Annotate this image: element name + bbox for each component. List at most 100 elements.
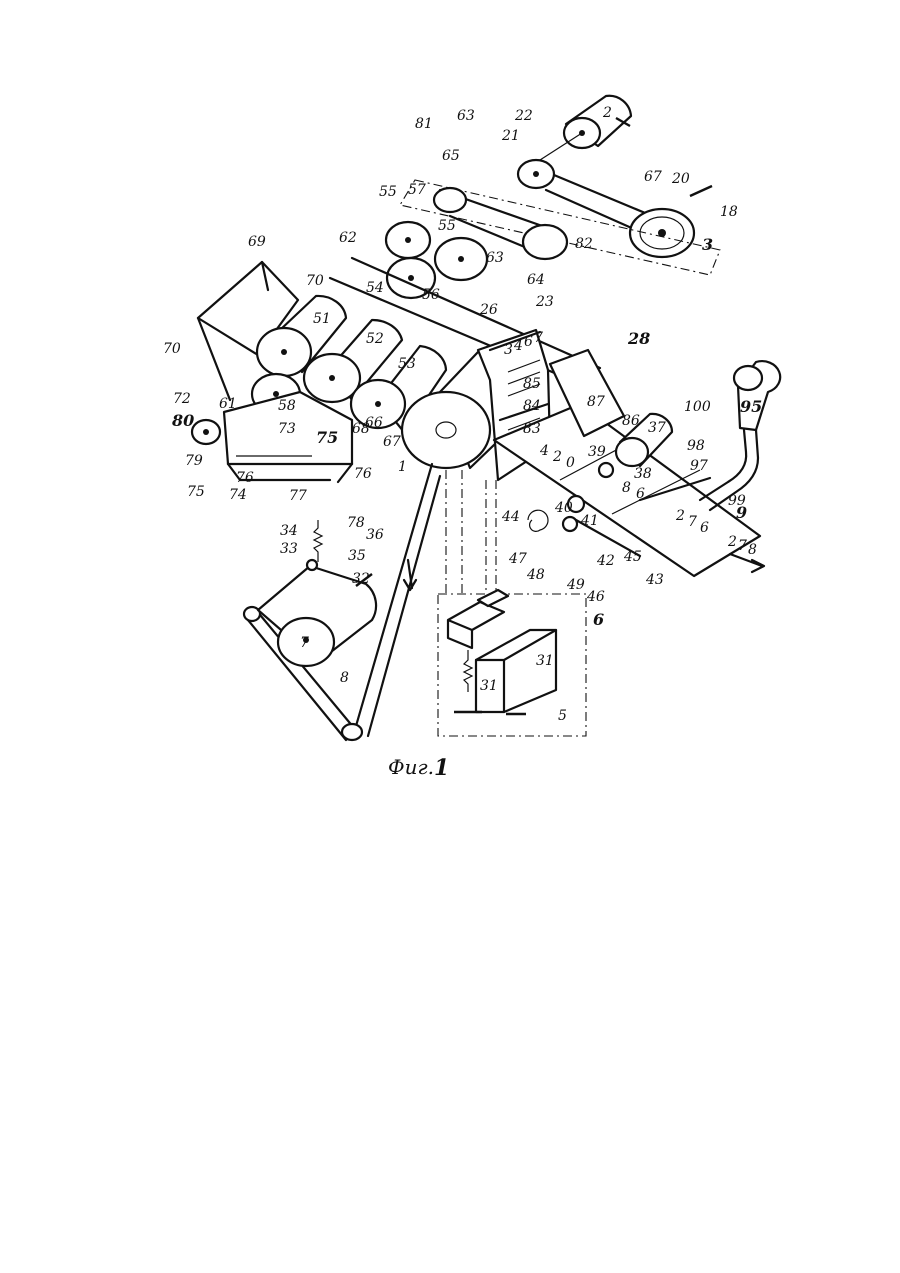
strip-digit: 0 [566, 455, 575, 471]
label-40: 40 [554, 500, 573, 516]
label-69: 69 [248, 234, 266, 250]
label-75: 75 [316, 428, 338, 447]
label-76: 76 [354, 466, 372, 482]
label-39: 39 [588, 444, 606, 460]
label-46: 46 [586, 589, 605, 605]
label-23: 23 [535, 294, 554, 310]
strip-digit: 6 [700, 520, 709, 536]
label-63: 63 [457, 108, 475, 124]
label-54: 54 [366, 280, 384, 296]
label-55: 55 [379, 184, 397, 200]
label-87: 87 [587, 394, 605, 410]
label-86: 86 [622, 413, 640, 429]
label-21: 21 [501, 128, 520, 144]
label-77: 77 [289, 488, 307, 504]
label-22: 22 [514, 108, 533, 124]
label-79: 79 [185, 453, 203, 469]
label-3: 3 [702, 235, 713, 254]
label-35: 35 [348, 548, 366, 564]
label-67: 67 [383, 434, 401, 450]
label-53: 53 [398, 356, 416, 372]
strip-digit: 2 [552, 449, 562, 465]
strip-digit: 2 [727, 534, 737, 550]
label-73: 73 [278, 421, 296, 437]
label-42: 42 [596, 553, 615, 569]
label-75: 75 [187, 484, 205, 500]
label-70: 70 [163, 341, 181, 357]
label-67: 67 [644, 169, 662, 185]
label-6: 6 [593, 610, 604, 629]
label-56: 56 [422, 287, 440, 303]
label-82: 82 [575, 236, 593, 252]
label-74: 74 [229, 487, 247, 503]
caption-text: Фиг. [388, 755, 434, 779]
label-37: 37 [648, 420, 666, 436]
label-85: 85 [523, 376, 541, 392]
label-84: 84 [523, 398, 541, 414]
label-34: 34 [280, 523, 298, 539]
label-48: 48 [526, 567, 545, 583]
spring-34 [307, 520, 322, 570]
label-2: 2 [602, 105, 612, 121]
label-9: 9 [736, 503, 747, 522]
motor-79 [192, 420, 220, 444]
label-98: 98 [687, 438, 705, 454]
strip-digit: 8 [622, 480, 631, 496]
label-81: 81 [415, 116, 433, 132]
label-43: 43 [645, 572, 664, 588]
strip-digit: 2 [675, 508, 685, 524]
drum-digit: 4 [513, 338, 523, 354]
pulley-3 [630, 186, 712, 257]
figure-caption: Фиг. 1 [388, 755, 449, 781]
label-95: 95 [740, 397, 762, 416]
label-38: 38 [634, 466, 652, 482]
label-18: 18 [720, 204, 738, 220]
label-52: 52 [366, 331, 384, 347]
label-64: 64 [527, 272, 545, 288]
label-51: 51 [313, 311, 331, 327]
label-62: 62 [339, 230, 357, 246]
dashed-verticals [446, 470, 496, 594]
label-5: 5 [558, 708, 567, 724]
label-36: 36 [366, 527, 384, 543]
label-78: 78 [347, 515, 365, 531]
label-41: 41 [580, 513, 599, 529]
label-70: 70 [306, 273, 324, 289]
label-58: 58 [278, 398, 296, 414]
label-65: 65 [442, 148, 460, 164]
label-33: 33 [280, 541, 298, 557]
label-26: 26 [479, 302, 498, 318]
label-28: 28 [627, 329, 650, 348]
drum-digit: 7 [534, 330, 543, 346]
label-31: 31 [480, 678, 498, 694]
label-20: 20 [671, 171, 690, 187]
label-1: 1 [398, 459, 407, 475]
label-57: 57 [408, 182, 426, 198]
label-76: 76 [236, 470, 254, 486]
label-49: 49 [566, 577, 585, 593]
label-63: 63 [486, 250, 504, 266]
strip-digit: 7 [738, 538, 747, 554]
label-72: 72 [173, 391, 191, 407]
label-97: 97 [690, 458, 708, 474]
motor-2 [564, 96, 631, 148]
label-83: 83 [523, 421, 541, 437]
label-80: 80 [171, 411, 194, 430]
strip-digit: 7 [688, 514, 697, 530]
strip-digit: 4 [539, 443, 549, 459]
label-31: 31 [536, 653, 554, 669]
label-32: 32 [352, 571, 370, 587]
label-7: 7 [300, 635, 309, 651]
label-47: 47 [508, 551, 527, 567]
caption-number: 1 [434, 755, 449, 781]
label-44: 44 [501, 509, 520, 525]
label-8: 8 [340, 670, 349, 686]
drum-digit: 6 [524, 334, 533, 350]
label-61: 61 [219, 396, 237, 412]
label-45: 45 [623, 549, 642, 565]
label-100: 100 [684, 399, 711, 415]
strip-digit: 6 [636, 486, 645, 502]
strip-digit: 8 [748, 542, 757, 558]
drum-digit: 3 [504, 342, 513, 358]
